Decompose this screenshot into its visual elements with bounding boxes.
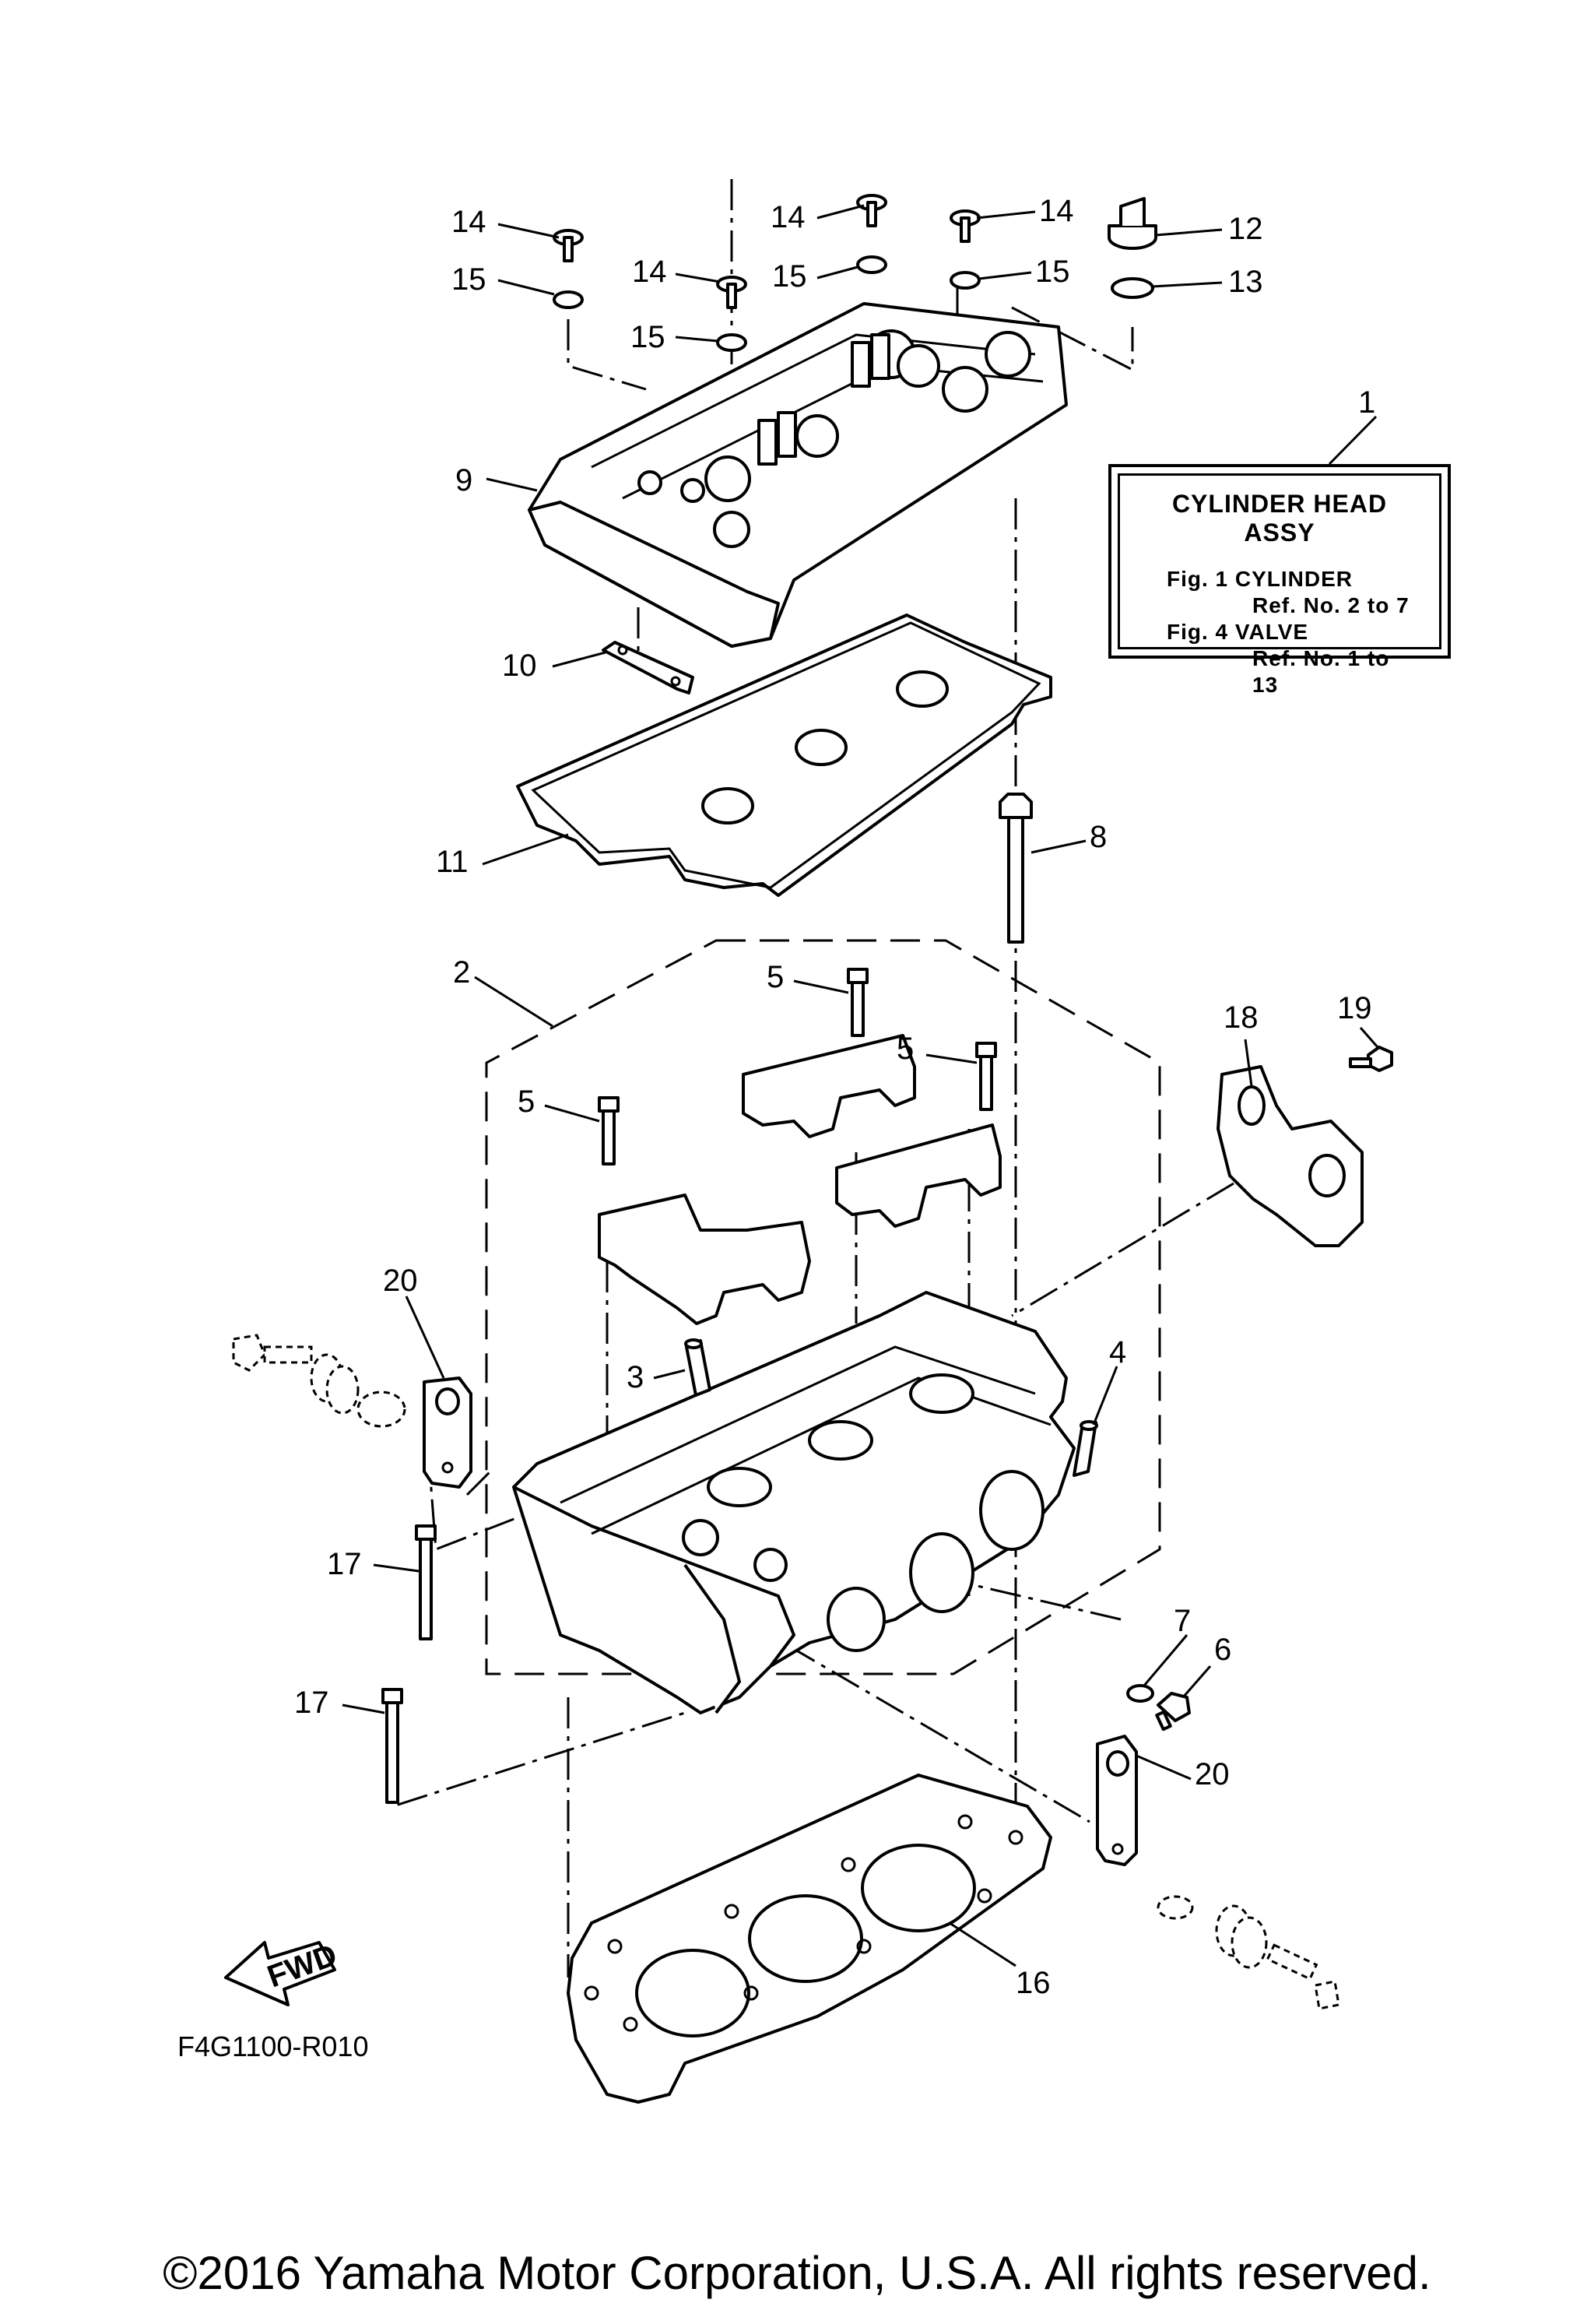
o-ring (1111, 277, 1154, 299)
cover-bolts (553, 194, 981, 352)
cylinder-head (512, 1291, 1076, 1714)
oil-cap (1108, 197, 1157, 250)
assy-box-line3: Fig. 4 VALVE (1167, 620, 1309, 644)
bracket-18 (1217, 1065, 1364, 1247)
callout-numbers: 14 15 14 15 14 15 14 15 12 13 1 9 10 11 … (294, 194, 1375, 2000)
callout-5c: 5 (518, 1085, 535, 1119)
callout-4: 4 (1109, 1335, 1126, 1369)
assy-box-line1: Fig. 1 CYLINDER (1167, 567, 1353, 591)
callout-3: 3 (627, 1360, 644, 1394)
callout-14d: 14 (1039, 194, 1074, 228)
callout-20a: 20 (383, 1264, 418, 1298)
callout-17a: 17 (327, 1547, 362, 1581)
bracket-20-upper (423, 1376, 472, 1489)
callout-14a: 14 (451, 205, 486, 239)
leader-lines (342, 204, 1379, 1967)
callout-7: 7 (1174, 1604, 1191, 1638)
callout-16: 16 (1016, 1966, 1051, 2000)
assy-box-title: CYLINDER HEAD ASSY (1171, 490, 1388, 547)
assy-box-line2: Ref. No. 2 to 7 (1252, 593, 1410, 617)
callout-20b: 20 (1195, 1757, 1230, 1791)
phantom-parts-upper (232, 1334, 406, 1428)
assy-box-line4: Ref. No. 1 to 13 (1252, 646, 1390, 697)
head-bolt-long (999, 793, 1033, 944)
callout-15c: 15 (772, 259, 807, 294)
callout-15b: 15 (630, 320, 665, 354)
camshaft-caps (598, 968, 1002, 1325)
assy-reference-box: CYLINDER HEAD ASSY Fig. 1 CYLINDER Ref. … (1108, 464, 1451, 697)
washer-7 (1126, 1684, 1154, 1703)
copyright-notice: ©2016 Yamaha Motor Corporation, U.S.A. A… (163, 2247, 1431, 2299)
callout-15a: 15 (451, 262, 486, 297)
callout-13: 13 (1228, 265, 1263, 299)
callout-5b: 5 (897, 1032, 914, 1066)
callout-14c: 14 (771, 200, 806, 234)
dowel-pin-3 (684, 1338, 711, 1397)
callout-14b: 14 (632, 255, 667, 289)
callout-9: 9 (455, 463, 472, 497)
bolt-19 (1349, 1046, 1393, 1072)
callout-1: 1 (1358, 385, 1375, 420)
callout-5a: 5 (767, 960, 784, 994)
assy-reference-inner: CYLINDER HEAD ASSY Fig. 1 CYLINDER Ref. … (1118, 473, 1441, 697)
callout-15d: 15 (1035, 255, 1070, 289)
bolt-6 (1155, 1692, 1191, 1732)
callout-19: 19 (1337, 991, 1372, 1025)
dowel-pin-4 (1073, 1420, 1098, 1477)
valve-cover (528, 302, 1068, 648)
callout-6: 6 (1214, 1633, 1231, 1667)
figure-code: F4G1100-R010 (177, 2030, 369, 2062)
callout-10: 10 (502, 649, 537, 683)
side-bolts (381, 1524, 437, 1804)
head-gasket (567, 1774, 1052, 2104)
callout-18: 18 (1224, 1000, 1259, 1035)
callout-2: 2 (453, 955, 470, 990)
callout-12: 12 (1228, 212, 1263, 246)
callout-17b: 17 (294, 1686, 329, 1720)
bracket-10 (602, 641, 694, 694)
phantom-parts-lower (1157, 1895, 1340, 2010)
callout-8: 8 (1090, 820, 1107, 854)
cylinder-assembly-outline (485, 939, 1161, 1675)
callout-11: 11 (436, 845, 469, 879)
bracket-20-lower (1096, 1735, 1138, 1866)
forward-arrow-icon: FWD (224, 1938, 342, 2006)
valve-cover-gasket (516, 614, 1052, 897)
